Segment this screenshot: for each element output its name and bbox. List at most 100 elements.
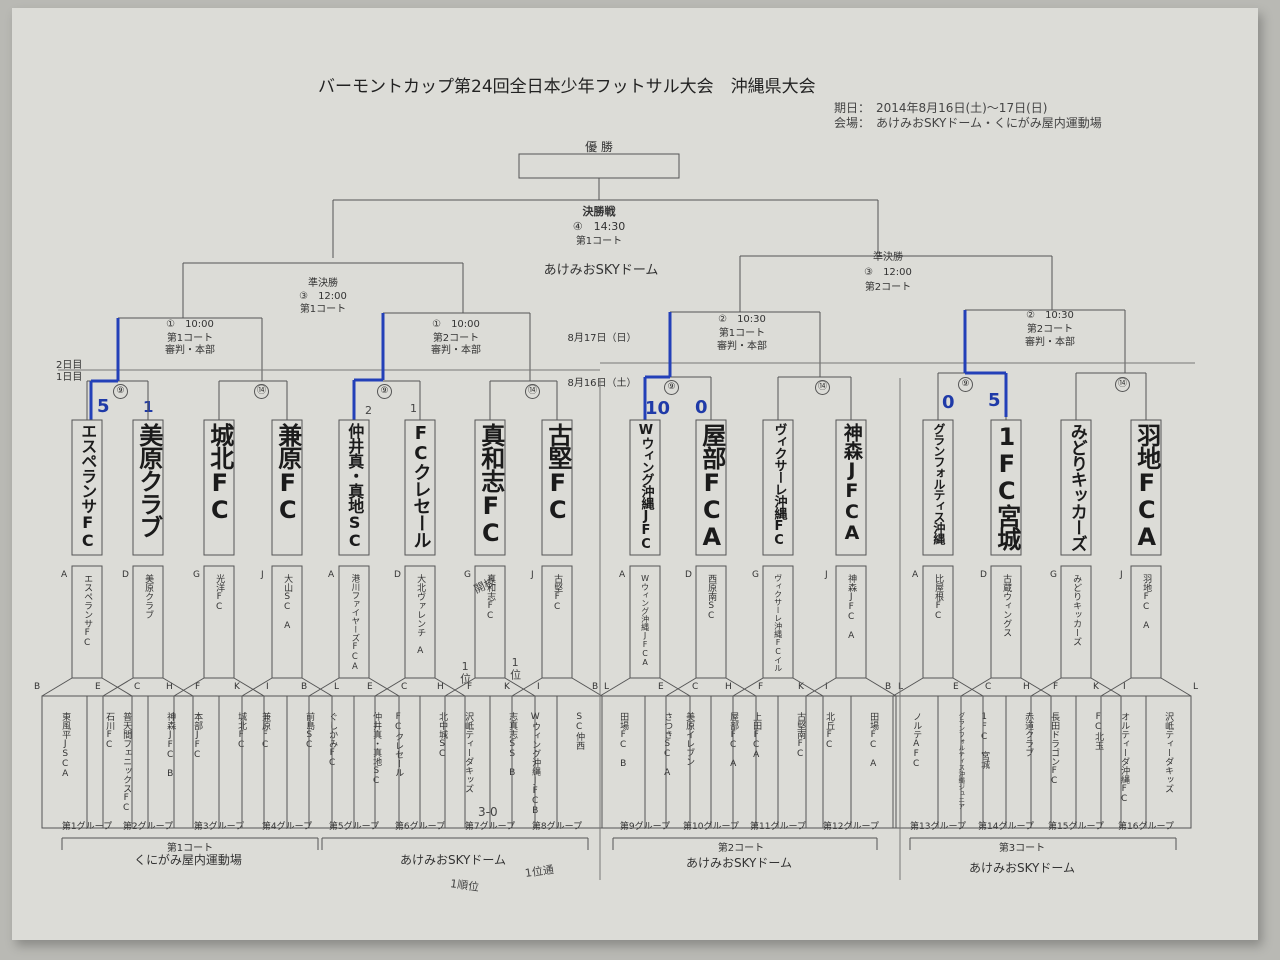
group-b-box: [41, 695, 88, 829]
champion-label: 優 勝: [585, 140, 613, 154]
group-letter: B: [34, 682, 41, 692]
group-winner: 大山SC A: [282, 574, 293, 631]
group-c-box: [419, 695, 466, 829]
bottom-venue: くにがみ屋内運動場: [134, 853, 242, 867]
group-letter: K: [504, 682, 510, 692]
bracket-line: [732, 677, 764, 697]
final-court: 第1コート: [575, 236, 623, 247]
group-team: FC北玉: [1093, 712, 1104, 750]
group-team: FCクレセール: [393, 712, 404, 777]
group-letter: L: [1193, 682, 1199, 692]
qf4-court: 第2コート: [1026, 324, 1074, 335]
qf2-court: 第2コート: [432, 333, 480, 344]
group-team: 東風平JSCA: [60, 712, 71, 779]
page-title: バーモントカップ第24回全日本少年フットサル大会 沖縄県大会: [318, 77, 816, 97]
bracket-line: [434, 677, 466, 697]
group-letter: H: [1023, 682, 1030, 692]
bracket-line: [374, 677, 406, 697]
group-c-box: [1005, 695, 1052, 829]
group-letter: D: [122, 570, 129, 580]
group-letter: I: [537, 682, 540, 692]
bracket-line: [659, 677, 691, 697]
r16-marker: ⑨: [958, 377, 973, 392]
bracket-line: [101, 677, 133, 697]
bottom-venue: あけみおSKYドーム: [685, 856, 793, 870]
team-name: 1FC宮城: [992, 423, 1021, 550]
qf4-time: ② 10:30: [1026, 310, 1074, 321]
score-right: 1: [410, 402, 417, 415]
group-letter: I: [266, 682, 269, 692]
group-letter: A: [912, 570, 919, 580]
group-b-box: [805, 695, 852, 829]
aug17-label: 8月17日（日）: [567, 333, 637, 344]
group-letter: H: [437, 682, 444, 692]
group-letter: H: [166, 682, 173, 692]
bracket-line: [892, 677, 924, 697]
group-team: オルティーダ沖縄FC: [1119, 712, 1130, 804]
group-team: SC仲西: [574, 712, 585, 750]
group-letter: I: [825, 682, 828, 692]
r16-marker: ⑭: [254, 384, 269, 399]
r16-marker: ⑭: [525, 384, 540, 399]
bracket-line: [571, 677, 603, 697]
group-team: さつきSC A: [662, 712, 673, 778]
bracket-line: [1100, 677, 1132, 697]
r16-marker: ⑭: [1115, 377, 1130, 392]
group-letter: F: [195, 682, 201, 692]
group-letter: D: [980, 570, 987, 580]
group-letter: K: [1093, 682, 1099, 692]
group-team: 赤道クラブ: [1023, 712, 1034, 757]
group-letter: L: [334, 682, 340, 692]
group-letter: G: [1050, 570, 1057, 580]
team-box: [1130, 419, 1162, 556]
team-name: みどりキッカーズ: [1066, 423, 1087, 551]
team-name: 屋部FCA: [697, 423, 726, 550]
team-name: 城北FC: [205, 423, 234, 523]
group-team: 1FC 宮城: [979, 712, 990, 769]
group-winner: 西原南SC: [706, 574, 717, 621]
court-label: 第3コート: [998, 843, 1046, 854]
group-team: 神森JFC B: [165, 712, 176, 779]
group-letter: A: [619, 570, 626, 580]
group-letter: A: [328, 570, 335, 580]
group-letter: D: [685, 570, 692, 580]
group-winner-box: [132, 565, 164, 679]
group-team: 城北FC: [236, 712, 247, 750]
group-winner-box: [203, 565, 235, 679]
team-box: [541, 419, 573, 556]
final-venue: あけみおSKYドーム: [543, 263, 659, 278]
bracket-line: [665, 677, 697, 697]
team-box: [695, 419, 727, 556]
qf3-time: ② 10:30: [718, 314, 766, 325]
team-name: 美原クラブ: [134, 423, 163, 538]
group-letter: D: [394, 570, 401, 580]
group-winner: 港川ファイヤーズFCA: [349, 574, 360, 672]
group-letter: F: [1053, 682, 1059, 692]
group-winner: 大北ヴァレンチ A: [415, 574, 426, 656]
r16-marker: ⑨: [664, 380, 679, 395]
group-letter: G: [464, 570, 471, 580]
group-team: 沢岻ティーダキッズ: [463, 712, 474, 793]
bracket-line: [1090, 677, 1122, 697]
semi1-time: ③ 12:00: [299, 291, 347, 302]
team-box: [404, 419, 436, 556]
bracket-line: [865, 677, 897, 697]
bracket-line: [233, 677, 265, 697]
bracket-line: [1160, 677, 1192, 697]
group-winner: 光洋FC: [214, 574, 225, 612]
bracket-line: [1030, 677, 1062, 697]
group-letter: J: [261, 570, 264, 580]
bracket-line: [41, 677, 73, 697]
group-letter: F: [758, 682, 764, 692]
group-letter: B: [885, 682, 892, 692]
bracket-line: [368, 677, 400, 697]
court-label: 第1コート: [166, 843, 214, 854]
team-box: [990, 419, 1022, 556]
semi2-label: 準決勝: [873, 252, 903, 263]
group-b-box: [374, 695, 421, 829]
qf4-ref: 審判・本部: [1025, 337, 1075, 348]
semi1-court: 第1コート: [299, 304, 347, 315]
score-left: 2: [365, 404, 372, 417]
group-winner-box: [338, 565, 370, 679]
score-left: 5: [97, 396, 110, 417]
